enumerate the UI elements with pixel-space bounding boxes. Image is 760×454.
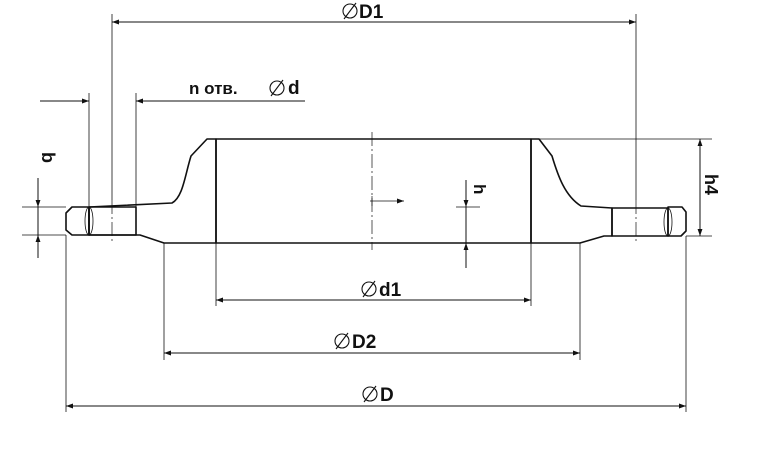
left-flange-section xyxy=(88,138,217,244)
diameter-symbol-icon xyxy=(342,2,358,20)
right-flange-section xyxy=(530,138,613,244)
diameter-symbol-icon xyxy=(362,385,378,403)
label-b: b xyxy=(38,152,58,163)
label-D1: D1 xyxy=(359,2,384,23)
right-bolt-hole xyxy=(611,207,669,237)
right-hole-edge xyxy=(663,207,673,237)
left-bolt-hole xyxy=(88,206,137,236)
diameter-symbol-icon xyxy=(269,79,285,97)
diameter-symbol-icon xyxy=(334,332,350,350)
label-h4: h4 xyxy=(701,174,721,195)
bore xyxy=(215,138,532,244)
label-holes: n отв. xyxy=(189,79,238,98)
label-D: D xyxy=(380,385,394,406)
label-d1: d1 xyxy=(379,280,402,301)
left-rim xyxy=(65,206,90,236)
label-D2: D2 xyxy=(352,332,376,353)
diameter-symbol-icon xyxy=(361,280,377,298)
label-h: h xyxy=(470,184,489,194)
label-d: d xyxy=(288,78,300,99)
